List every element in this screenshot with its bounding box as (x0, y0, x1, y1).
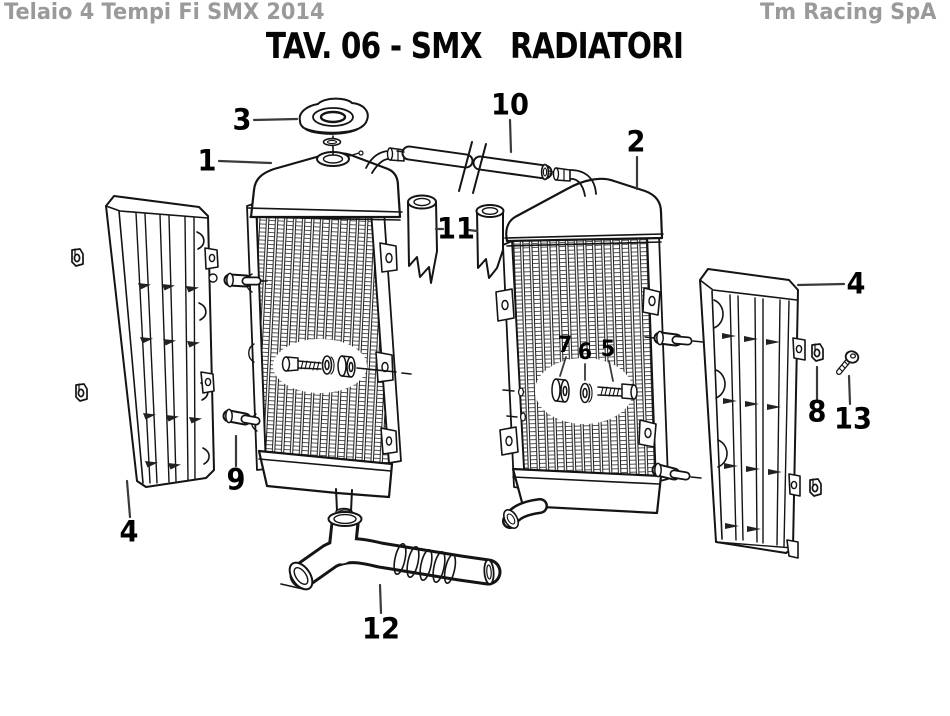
header-model-text: Telaio 4 Tempi Fi SMX 2014 (4, 0, 325, 25)
header-brand-text: Tm Racing SpA (760, 0, 937, 25)
callout-cap: 3 (232, 102, 252, 137)
callout-grommet: 7 (557, 333, 573, 358)
callout-hose-top: 10 (491, 87, 529, 122)
page-title: TAV. 06 - SMX RADIATORI (266, 26, 684, 67)
callout-washer: 6 (577, 340, 593, 365)
right-guard-drawing (699, 268, 806, 559)
clip-nuts-drawing (71, 248, 824, 497)
left-radiator-drawing (246, 135, 413, 524)
callout-bolt: 5 (600, 337, 616, 362)
hose-sleeves-drawing (407, 194, 505, 284)
y-hose-drawing (280, 509, 502, 591)
right-radiator-drawing (495, 167, 669, 529)
callout-clip: 8 (807, 394, 827, 429)
left-guard-drawing (105, 195, 219, 488)
callout-sleeve: 11 (437, 211, 475, 246)
callout-radiator-right: 2 (626, 124, 646, 159)
radiator-cap-drawing (298, 97, 369, 147)
callout-guard-left: 4 (119, 514, 139, 549)
callout-bushing: 9 (226, 462, 246, 497)
callout-guard-right: 4 (846, 266, 866, 301)
left-guard-louvers (138, 283, 202, 470)
bushings-drawing (222, 272, 704, 481)
callout-screw: 13 (834, 401, 872, 436)
callout-hose-y: 12 (362, 611, 400, 646)
right-guard-louvers (722, 333, 782, 532)
screw-drawing (836, 350, 860, 375)
callout-radiator-left: 1 (197, 143, 217, 178)
top-hose-drawing (396, 141, 554, 194)
leader-lines (125, 117, 852, 615)
